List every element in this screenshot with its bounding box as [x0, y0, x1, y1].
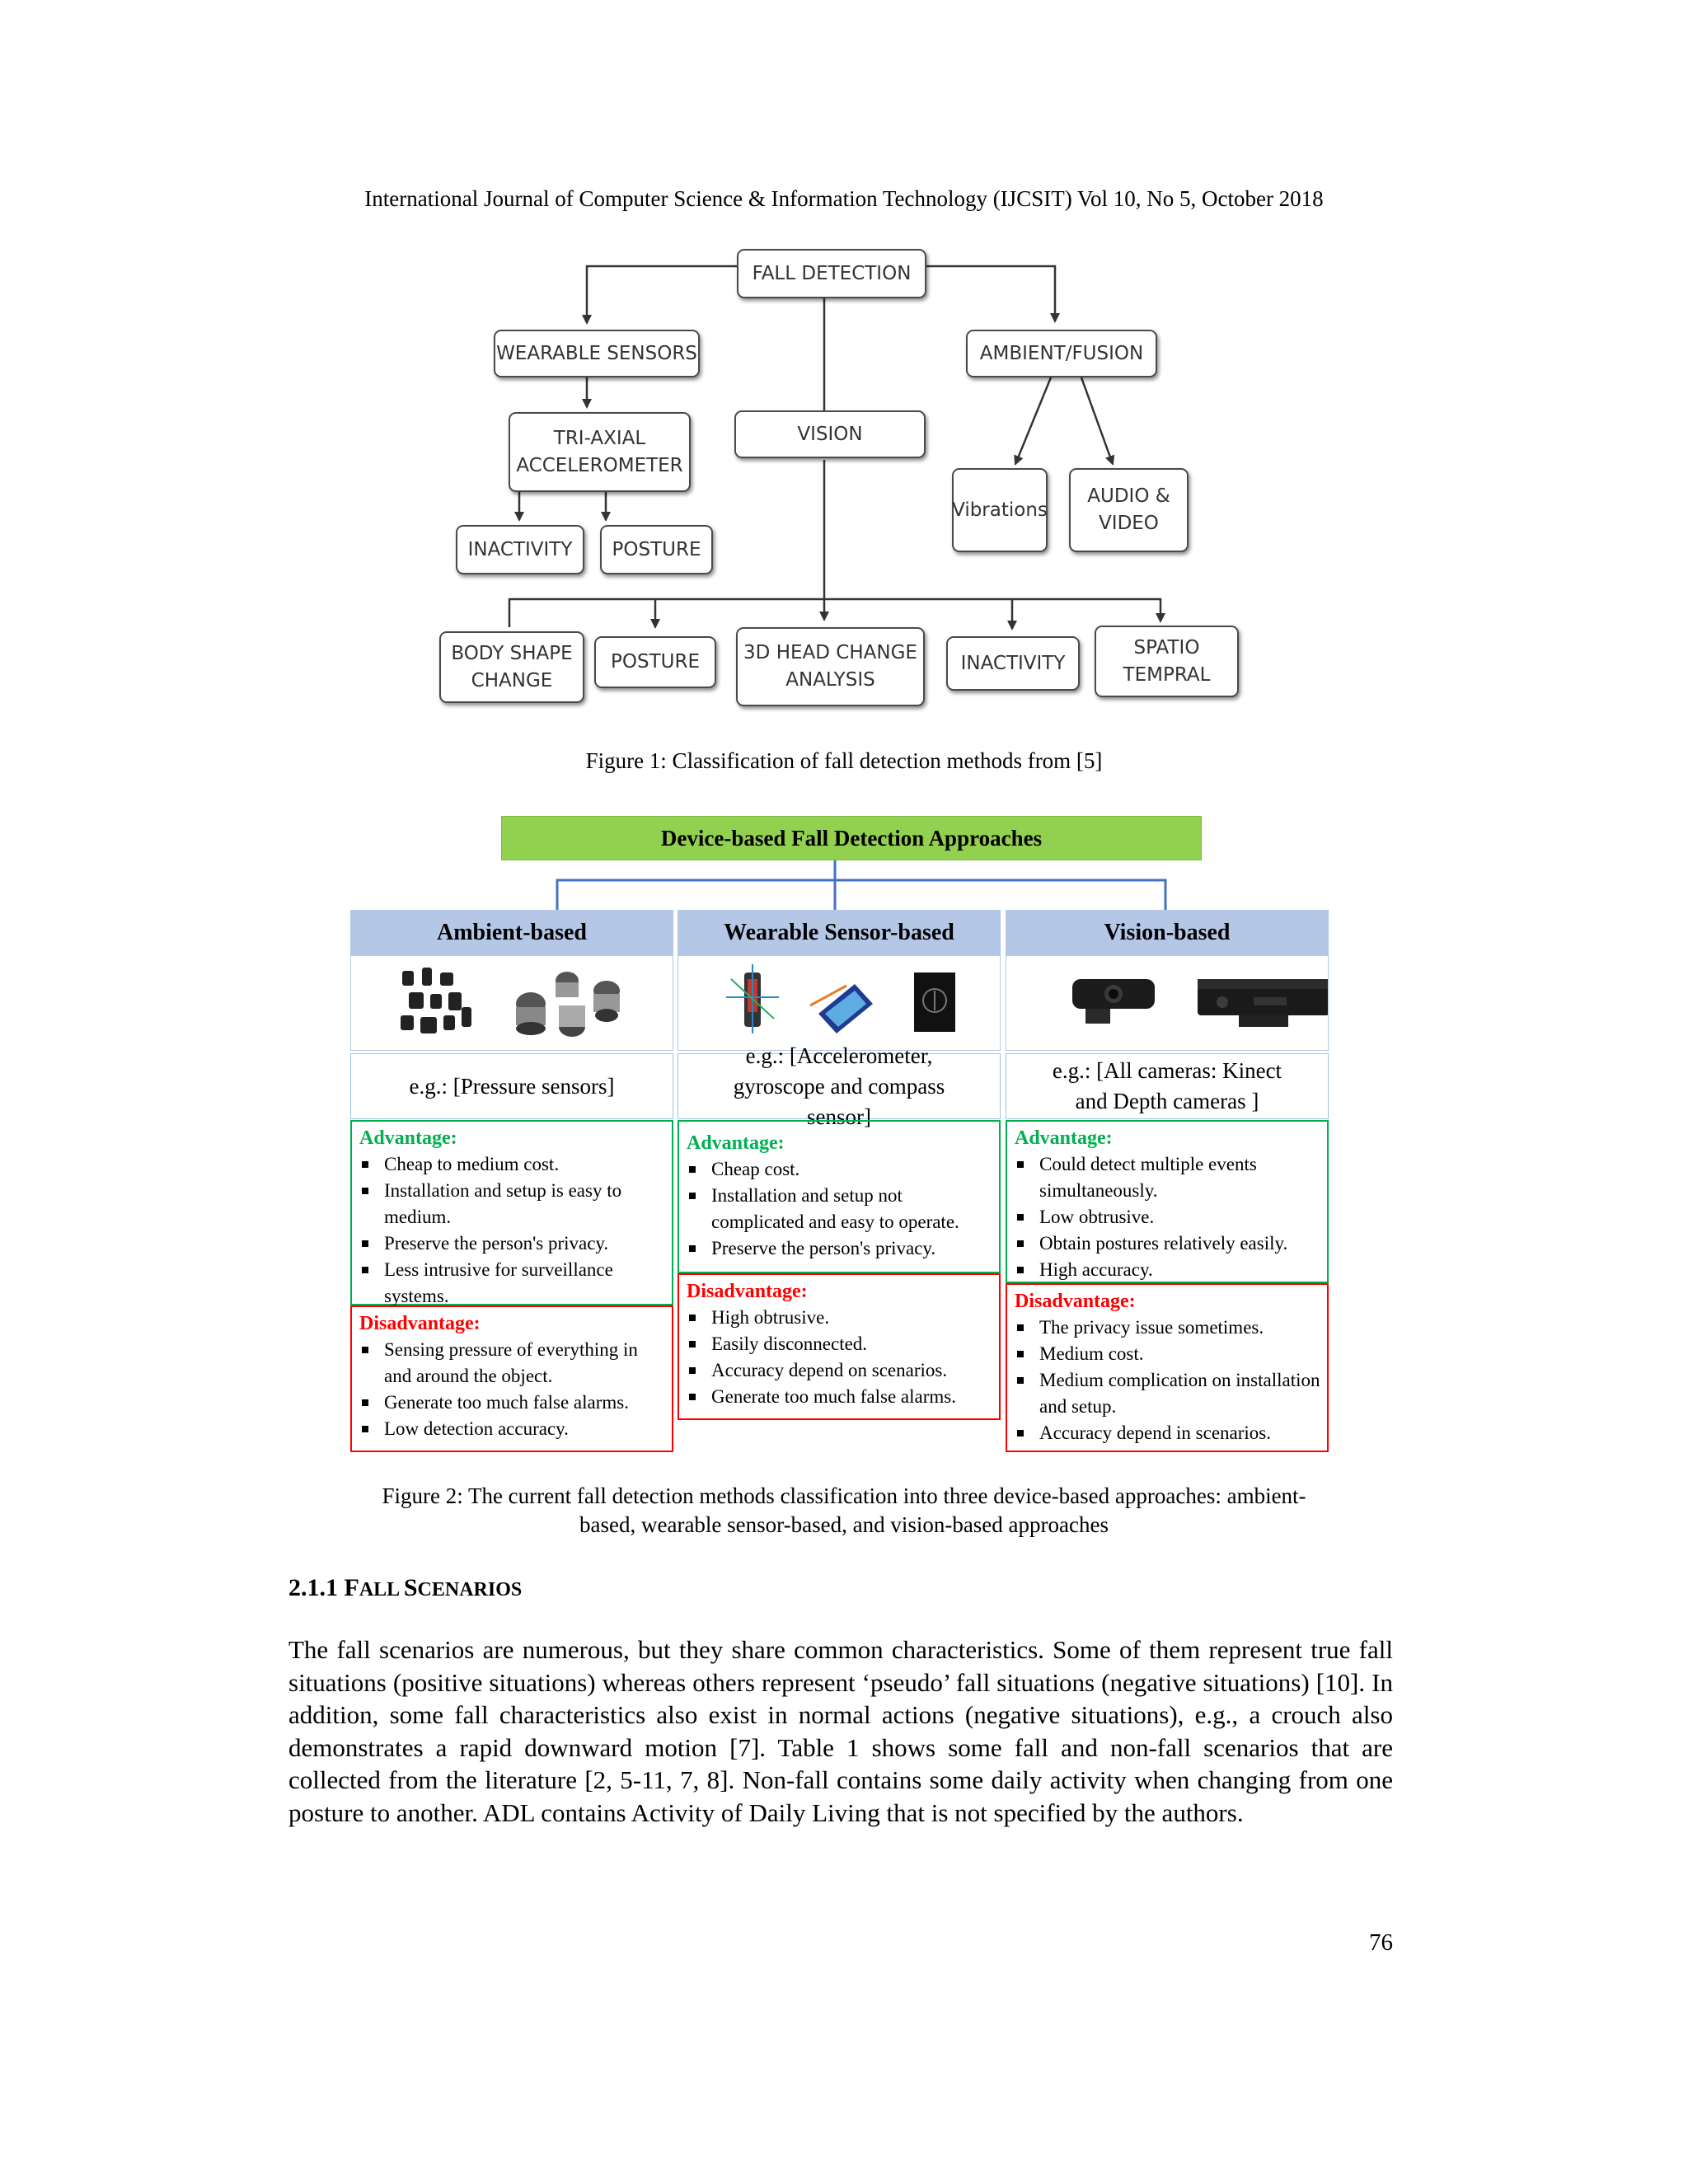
ambient-example: e.g.: [Pressure sensors]	[350, 1053, 673, 1119]
vision-advantage-label: Advantage:	[1015, 1127, 1113, 1149]
wearable-advantage-box: Advantage: Cheap cost. Installation and …	[678, 1120, 1001, 1273]
node-wearable-sensors: WEARABLE SENSORS	[494, 330, 700, 377]
ambient-disadvantage-box: Disadvantage: Sensing pressure of everyt…	[350, 1305, 673, 1452]
node-inactivity-wearable: INACTIVITY	[456, 525, 584, 574]
ambient-advantage-box: Advantage: Cheap to medium cost. Install…	[350, 1120, 673, 1306]
list-item: Low detection accuracy.	[359, 1416, 665, 1442]
list-item: Preserve the person's privacy.	[687, 1235, 992, 1262]
list-item: Medium complication on installation and …	[1015, 1367, 1320, 1420]
vision-cameras-image	[1006, 956, 1329, 1051]
list-item: Less intrusive for surveillance systems.	[359, 1257, 665, 1310]
node-vision: VISION	[734, 410, 926, 458]
vision-disadvantage-label: Disadvantage:	[1015, 1291, 1136, 1312]
section-heading: 2.1.1 FALL SCENARIOS	[288, 1574, 522, 1602]
list-item: Accuracy depend on scenarios.	[687, 1357, 992, 1384]
list-item: Obtain postures relatively easily.	[1015, 1230, 1320, 1257]
list-item: Easily disconnected.	[687, 1331, 992, 1357]
list-item: Low obtrusive.	[1015, 1204, 1320, 1230]
list-item: Preserve the person's privacy.	[359, 1230, 665, 1257]
node-fall-detection: FALL DETECTION	[737, 249, 926, 298]
node-triaxial-accelerometer: TRI-AXIAL ACCELEROMETER	[509, 412, 691, 492]
wearable-devices-icon	[726, 964, 955, 1033]
page-number: 76	[1369, 1929, 1393, 1956]
section-title-part-1: ALL	[359, 1579, 404, 1601]
list-item: Sensing pressure of everything in and ar…	[359, 1337, 665, 1390]
vision-advantage-box: Advantage: Could detect multiple events …	[1006, 1120, 1329, 1283]
list-item: Installation and setup not complicated a…	[687, 1183, 992, 1235]
list-item: Could detect multiple events simultaneou…	[1015, 1151, 1320, 1204]
figure-2-caption: Figure 2: The current fall detection met…	[247, 1482, 1441, 1540]
cameras-icon	[1072, 979, 1329, 1027]
list-item: The privacy issue sometimes.	[1015, 1315, 1320, 1341]
node-3d-head-change: 3D HEAD CHANGE ANALYSIS	[736, 627, 925, 706]
section-title-initial-f: F	[344, 1574, 359, 1601]
wearable-disadvantage-label: Disadvantage:	[687, 1281, 808, 1302]
list-item: Cheap cost.	[687, 1156, 992, 1183]
node-vibrations: Vibrations	[952, 468, 1048, 552]
figure-2-caption-line-1: Figure 2: The current fall detection met…	[382, 1483, 1306, 1508]
list-item: High accuracy.	[1015, 1257, 1320, 1283]
column-ambient-title: Ambient-based	[350, 910, 673, 956]
node-posture-vision: POSTURE	[594, 636, 716, 688]
pressure-sensors-icon	[401, 968, 620, 1037]
wearable-disadvantage-box: Disadvantage: High obtrusive. Easily dis…	[678, 1273, 1001, 1420]
node-spatio-tempral: SPATIO TEMPRAL	[1095, 626, 1239, 697]
wearable-sensors-image	[678, 956, 1001, 1051]
running-head: International Journal of Computer Scienc…	[364, 186, 1324, 211]
list-item: Generate too much false alarms.	[687, 1384, 992, 1410]
figure-2-caption-line-2: based, wearable sensor-based, and vision…	[579, 1512, 1109, 1537]
node-posture-wearable: POSTURE	[600, 525, 713, 574]
list-item: Medium cost.	[1015, 1341, 1320, 1367]
wearable-example: e.g.: [Accelerometer, gyroscope and comp…	[678, 1043, 1001, 1129]
vision-example: e.g.: [All cameras: Kinect and Depth cam…	[1006, 1053, 1329, 1119]
vision-disadvantage-box: Disadvantage: The privacy issue sometime…	[1006, 1283, 1329, 1452]
node-ambient-fusion: AMBIENT/FUSION	[966, 330, 1157, 377]
wearable-advantage-label: Advantage:	[687, 1132, 785, 1154]
figure-2-connectors	[556, 860, 1167, 910]
column-wearable-title: Wearable Sensor-based	[678, 910, 1001, 956]
ambient-disadvantage-label: Disadvantage:	[359, 1313, 481, 1334]
ambient-advantage-label: Advantage:	[359, 1127, 457, 1149]
figure-1-diagram: FALL DETECTION WEARABLE SENSORS VISION A…	[0, 0, 1688, 742]
figure-1-connectors	[508, 265, 1165, 630]
list-item: Generate too much false alarms.	[359, 1390, 665, 1416]
node-body-shape-change: BODY SHAPE CHANGE	[439, 631, 584, 703]
node-inactivity-vision: INACTIVITY	[946, 636, 1080, 691]
ambient-sensors-image	[350, 956, 673, 1051]
list-item: Installation and setup is easy to medium…	[359, 1178, 665, 1230]
list-item: High obtrusive.	[687, 1305, 992, 1331]
section-number: 2.1.1	[288, 1574, 345, 1601]
figure-2-banner: Device-based Fall Detection Approaches	[501, 816, 1202, 860]
column-vision-title: Vision-based	[1006, 910, 1329, 956]
body-paragraph: The fall scenarios are numerous, but the…	[288, 1635, 1393, 1827]
list-item: Accuracy depend in scenarios.	[1015, 1420, 1320, 1446]
section-title-initial-s: S	[403, 1574, 418, 1601]
section-title-part-2: CENARIOS	[417, 1579, 523, 1601]
node-audio-video: AUDIO & VIDEO	[1069, 468, 1189, 552]
list-item: Cheap to medium cost.	[359, 1151, 665, 1178]
figure-1-caption: Figure 1: Classification of fall detecti…	[585, 748, 1103, 773]
